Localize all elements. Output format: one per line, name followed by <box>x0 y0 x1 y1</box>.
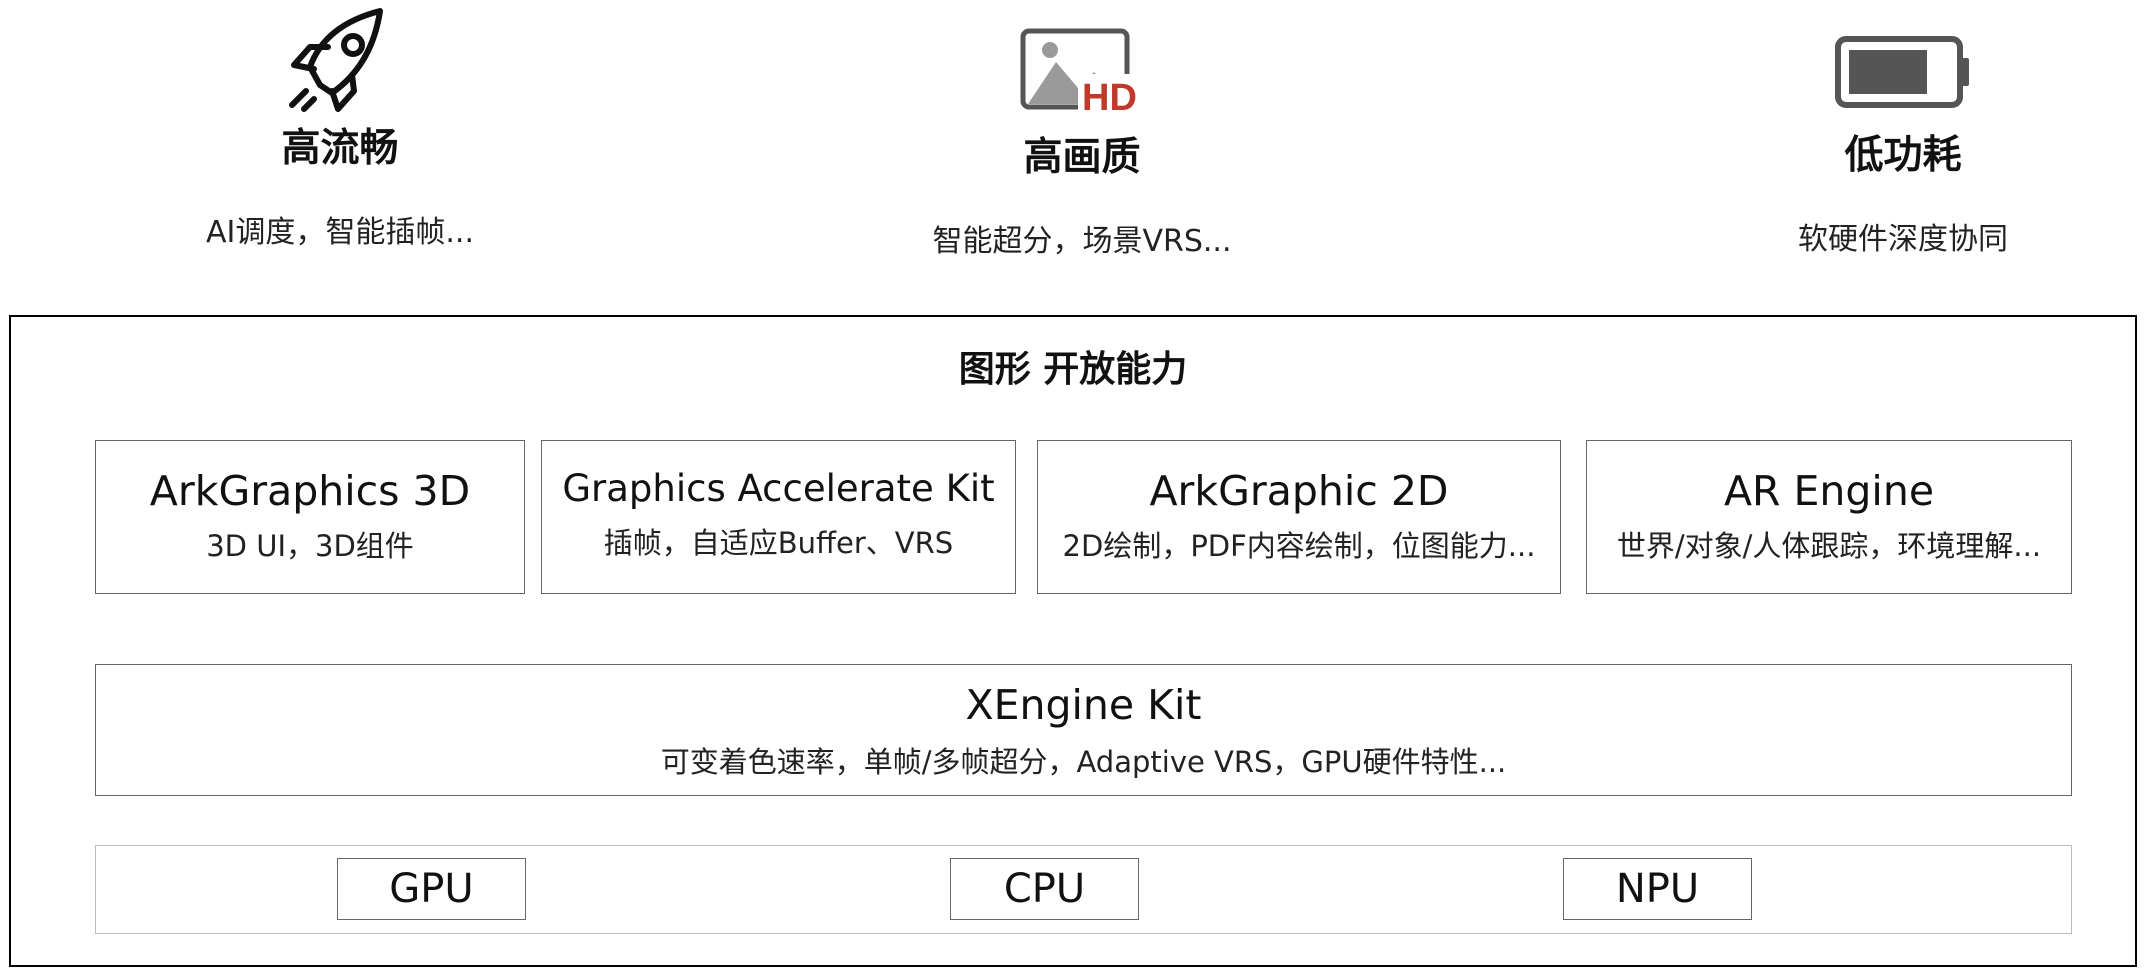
feature-power: 低功耗 软硬件深度协同 <box>1643 36 2146 258</box>
feature-desc: 智能超分，场景VRS... <box>932 224 1232 259</box>
kit-box-arkgraphics-3d: ArkGraphics 3D 3D UI，3D组件 <box>95 440 525 594</box>
kit-box-ar-engine: AR Engine 世界/对象/人体跟踪，环境理解... <box>1586 440 2072 594</box>
kit-title: XEngine Kit <box>965 681 1202 729</box>
feature-title: 高画质 <box>1023 135 1141 180</box>
kit-desc: 插帧，自适应Buffer、VRS <box>603 526 954 560</box>
kit-desc: 世界/对象/人体跟踪，环境理解... <box>1616 529 2042 563</box>
kit-title: ArkGraphics 3D <box>149 467 471 515</box>
kit-box-arkgraphic-2d: ArkGraphic 2D 2D绘制，PDF内容绘制，位图能力... <box>1037 440 1561 594</box>
kit-desc: 3D UI，3D组件 <box>206 529 414 563</box>
frame-title: 图形 开放能力 <box>958 349 1188 390</box>
feature-desc: 软硬件深度协同 <box>1798 222 2008 257</box>
feature-title: 高流畅 <box>281 126 399 171</box>
feature-smooth: 高流畅 AI调度，智能插帧... <box>80 5 600 251</box>
hardware-cpu: CPU <box>950 858 1139 920</box>
kit-title: AR Engine <box>1723 467 1935 515</box>
rocket-icon <box>289 8 383 112</box>
battery-icon <box>1835 36 1969 108</box>
kit-desc: 2D绘制，PDF内容绘制，位图能力... <box>1062 529 1536 563</box>
kit-desc: 可变着色速率，单帧/多帧超分，Adaptive VRS，GPU硬件特性... <box>660 745 1507 779</box>
feature-title: 低功耗 <box>1844 133 1962 178</box>
graphics-capability-frame <box>9 315 2137 967</box>
hd-image-icon: HD <box>1020 28 1142 118</box>
kit-title: ArkGraphic 2D <box>1149 467 1449 515</box>
feature-quality: HD 高画质 智能超分，场景VRS... <box>822 28 1342 260</box>
kit-box-graphics-accelerate: Graphics Accelerate Kit 插帧，自适应Buffer、VRS <box>541 440 1016 594</box>
svg-text:HD: HD <box>1082 77 1137 118</box>
hardware-gpu: GPU <box>337 858 526 920</box>
kit-box-xengine: XEngine Kit 可变着色速率，单帧/多帧超分，Adaptive VRS，… <box>95 664 2072 796</box>
hardware-npu: NPU <box>1563 858 1752 920</box>
feature-desc: AI调度，智能插帧... <box>206 215 474 250</box>
kit-title: Graphics Accelerate Kit <box>562 467 995 510</box>
